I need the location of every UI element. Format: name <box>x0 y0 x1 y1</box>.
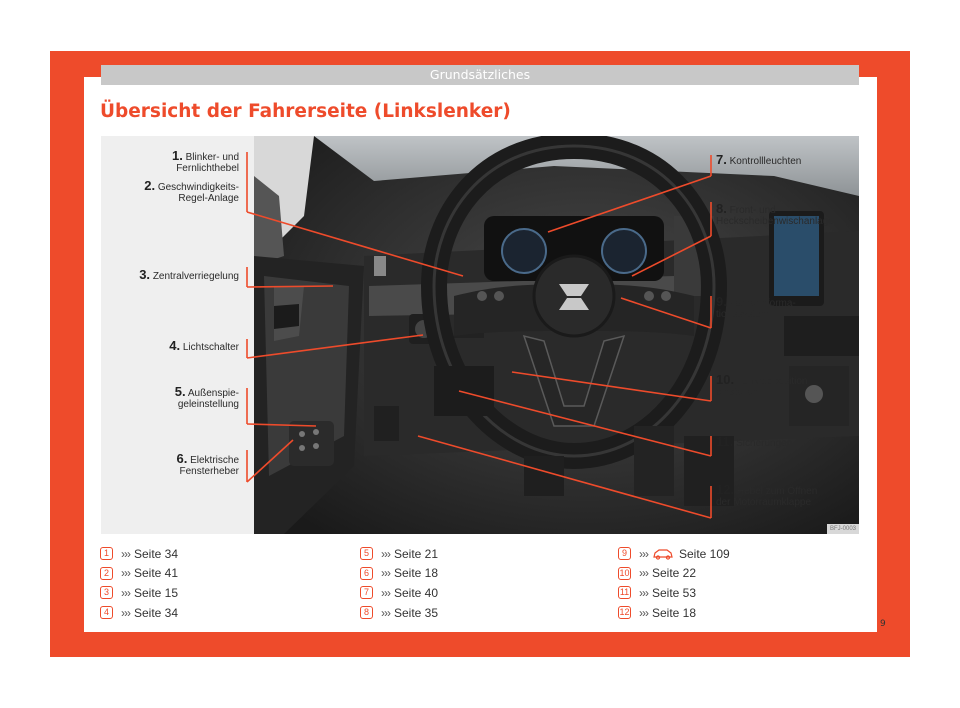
arrow-icon: ››› <box>639 605 649 620</box>
arrow-icon: ››› <box>121 605 131 620</box>
ref-item[interactable]: 2›››Seite 41 <box>100 564 178 584</box>
figure-code: BFJ-0003 <box>827 524 859 534</box>
callout-12: 12. Hebel zum Öffnen der Motorraumklappe <box>716 482 818 508</box>
ref-badge: 12 <box>618 606 631 620</box>
dashboard-figure: 1. Blinker- und Fernlichthebel 2. Geschw… <box>101 136 859 534</box>
ref-badge: 2 <box>100 566 113 580</box>
ref-column-1: 1›››Seite 34 2›››Seite 41 3›››Seite 15 4… <box>100 544 178 622</box>
ref-item[interactable]: 9›››Seite 109 <box>618 544 730 564</box>
callout-2: 2. Geschwindigkeits- Regel-Anlage <box>144 178 239 204</box>
callout-8: 8. Front- und Heckscheibenwischanlage <box>716 201 834 227</box>
ref-badge: 9 <box>618 547 631 561</box>
callout-9: 9. Fahrerinforma- tionssystem <box>716 294 796 320</box>
car-icon <box>653 549 673 560</box>
arrow-icon: ››› <box>381 605 391 620</box>
ref-column-2: 5›››Seite 21 6›››Seite 18 7›››Seite 40 8… <box>360 544 438 622</box>
callout-11: 11. Sicherungen <box>716 434 793 449</box>
ref-column-3: 9›››Seite 109 10›››Seite 22 11›››Seite 5… <box>618 544 730 622</box>
ref-badge: 11 <box>618 586 631 600</box>
ref-badge: 4 <box>100 606 113 620</box>
dashboard-photo <box>254 136 859 534</box>
ref-badge: 3 <box>100 586 113 600</box>
arrow-icon: ››› <box>121 546 131 561</box>
ref-item[interactable]: 5›››Seite 21 <box>360 544 438 564</box>
page-title: Übersicht der Fahrerseite (Linkslenker) <box>100 101 511 122</box>
page-number: 9 <box>880 619 886 629</box>
arrow-icon: ››› <box>639 566 649 581</box>
ref-item[interactable]: 12›››Seite 18 <box>618 605 697 620</box>
ref-item[interactable]: 11›››Seite 53 <box>618 585 697 600</box>
callout-6: 6. Elektrische Fensterheber <box>176 451 239 477</box>
callout-10: 10. Lenkradposition einstellen <box>716 372 808 398</box>
section-header: Grundsätzliches <box>101 65 859 85</box>
callout-7: 7. Kontrollleuchten <box>716 152 802 167</box>
ref-badge: 8 <box>360 606 373 620</box>
arrow-icon: ››› <box>639 585 649 600</box>
callout-1: 1. Blinker- und Fernlichthebel <box>172 148 239 174</box>
callout-5: 5. Außenspie- geleinstellung <box>174 384 239 410</box>
ref-badge: 6 <box>360 566 373 580</box>
arrow-icon: ››› <box>381 546 391 561</box>
ref-badge: 5 <box>360 547 373 561</box>
ref-item[interactable]: 4›››Seite 34 <box>100 603 178 623</box>
arrow-icon: ››› <box>121 585 131 600</box>
arrow-icon: ››› <box>381 585 391 600</box>
callout-4: 4. Lichtschalter <box>169 338 239 353</box>
ref-item[interactable]: 10›››Seite 22 <box>618 566 697 581</box>
ref-item[interactable]: 1›››Seite 34 <box>100 544 178 564</box>
callout-3: 3. Zentralverriegelung <box>139 267 239 282</box>
ref-item[interactable]: 8›››Seite 35 <box>360 603 438 623</box>
arrow-icon: ››› <box>639 546 649 561</box>
arrow-icon: ››› <box>381 566 391 581</box>
ref-item[interactable]: 7›››Seite 40 <box>360 583 438 603</box>
ref-item[interactable]: 6›››Seite 18 <box>360 564 438 584</box>
ref-item[interactable]: 3›››Seite 15 <box>100 583 178 603</box>
ref-badge: 10 <box>618 566 631 580</box>
callout-leader-lines <box>246 152 712 519</box>
ref-badge: 7 <box>360 586 373 600</box>
arrow-icon: ››› <box>121 566 131 581</box>
ref-badge: 1 <box>100 547 113 561</box>
